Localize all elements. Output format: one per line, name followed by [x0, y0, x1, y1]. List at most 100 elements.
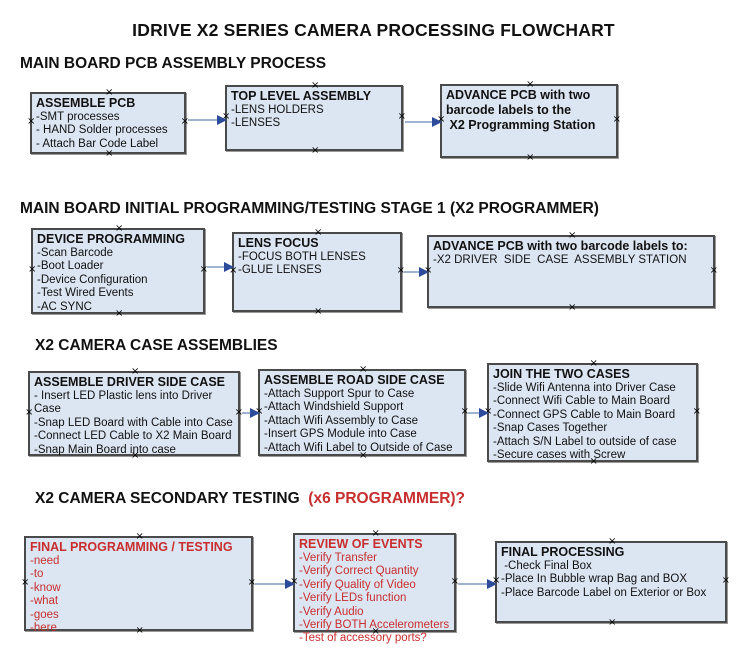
box-item: -Slide Wifi Antenna into Driver Case — [493, 382, 676, 394]
flow-arrow — [188, 115, 227, 125]
box-item: -Test Wired Events — [37, 287, 134, 300]
box-item: -here — [30, 622, 57, 635]
section-heading-case-assemblies: X2 CAMERA CASE ASSEMBLIES — [35, 337, 278, 354]
anchor-x-icon: × — [371, 528, 380, 539]
arrowhead-icon — [250, 408, 260, 418]
box-item: -Snap LED Board with Cable into Case — [34, 416, 233, 429]
anchor-x-icon: × — [21, 576, 30, 588]
box-item: -Device Configuration — [37, 273, 148, 286]
arrowhead-icon — [487, 579, 497, 589]
box-title: ADVANCE PCB with two barcode labels to: — [433, 239, 688, 253]
box-top-level-assembly: TOP LEVEL ASSEMBLY -LENS HOLDERS-LENSES … — [222, 81, 406, 156]
anchor-x-icon: × — [359, 364, 368, 375]
anchor-x-icon: × — [568, 230, 577, 241]
box-item: -Insert GPS Module into Case — [264, 428, 417, 441]
heading-black-part: X2 CAMERA SECONDARY TESTING — [35, 490, 309, 507]
anchor-x-icon: × — [105, 87, 114, 98]
box-item: -Connect Wifi Cable to Main Board — [493, 395, 671, 408]
box-final-processing: FINAL PROCESSING -Check Final Box-Place … — [492, 537, 730, 628]
box-assemble-pcb: ASSEMBLE PCB -SMT processes- HAND Solder… — [27, 87, 189, 159]
anchor-x-icon: × — [115, 223, 124, 234]
anchor-x-icon: × — [526, 152, 535, 163]
anchor-x-icon: × — [397, 111, 406, 122]
anchor-x-icon: × — [28, 264, 37, 275]
anchor-x-icon: × — [25, 406, 34, 418]
arrowhead-icon — [419, 267, 429, 277]
box-items: -Attach Support Spur to Case-Attach Wind… — [264, 388, 461, 455]
box-item: -Verify Transfer — [299, 552, 377, 564]
box-device-programming: DEVICE PROGRAMMING -Scan Barcode-Boot Lo… — [28, 223, 208, 319]
box-item: -Check Final Box — [501, 560, 592, 572]
anchor-x-icon: × — [460, 405, 469, 417]
anchor-x-icon: × — [359, 450, 368, 461]
anchor-x-icon: × — [247, 576, 256, 588]
box-item: -need — [30, 555, 60, 567]
anchor-x-icon: × — [135, 531, 144, 542]
box-item: -Attach Wifi Assembly to Case — [264, 414, 419, 427]
anchor-x-icon: × — [589, 456, 598, 467]
box-item: -LENS HOLDERS — [231, 104, 324, 116]
anchor-x-icon: × — [568, 302, 577, 313]
box-item: -Verify BOTH Accelerometers — [299, 619, 450, 632]
box-item: -goes — [30, 608, 59, 621]
flow-arrow — [458, 579, 497, 589]
box-items: -Check Final Box-Place In Bubble wrap Ba… — [501, 560, 722, 600]
box-items: -Slide Wifi Antenna into Driver Case-Con… — [493, 382, 693, 462]
box-items: -SMT processes- HAND Solder processes- A… — [36, 111, 181, 151]
box-item: - Attach Bar Code Label — [36, 137, 159, 150]
box-item: -SMT processes — [36, 111, 120, 123]
flow-arrow — [468, 408, 489, 418]
box-title: TOP LEVEL ASSEMBLY — [231, 89, 372, 103]
box-items: -FOCUS BOTH LENSES-GLUE LENSES — [238, 251, 397, 278]
anchor-x-icon: × — [692, 405, 701, 417]
box-items: -LENS HOLDERS-LENSES — [231, 104, 398, 131]
anchor-x-icon: × — [371, 626, 380, 637]
box-item: -Verify Audio — [299, 605, 364, 618]
box-item: -Place In Bubble wrap Bag and BOX — [501, 573, 688, 586]
section-heading-pcb-assembly: MAIN BOARD PCB ASSEMBLY PROCESS — [20, 55, 327, 72]
box-join-the-two-cases: JOIN THE TWO CASES -Slide Wifi Antenna i… — [484, 359, 701, 467]
box-title: REVIEW OF EVENTS — [299, 537, 423, 551]
box-item: -LENSES — [231, 117, 281, 130]
anchor-x-icon: × — [135, 625, 144, 636]
box-title: LENS FOCUS — [238, 236, 319, 250]
flow-arrow — [207, 262, 234, 272]
box-item: -Verify Quality of Video — [299, 578, 416, 591]
box-title: ASSEMBLE ROAD SIDE CASE — [264, 373, 445, 387]
box-advance-pcb-driver-side-station: ADVANCE PCB with two barcode labels to: … — [424, 230, 718, 313]
box-items: -Scan Barcode-Boot Loader-Device Configu… — [37, 247, 200, 314]
box-item: -to — [30, 568, 44, 581]
box-title: ADVANCE PCB with two barcode labels to t… — [446, 88, 596, 132]
anchor-x-icon: × — [115, 308, 124, 319]
flow-arrow — [242, 408, 260, 418]
box-title: FINAL PROGRAMMING / TESTING — [30, 540, 233, 554]
page-title: IDRIVE X2 SERIES CAMERA PROCESSING FLOWC… — [132, 20, 615, 40]
box-final-programming-testing: FINAL PROGRAMMING / TESTING -need-to-kno… — [21, 531, 256, 636]
anchor-x-icon: × — [131, 366, 140, 377]
box-item: -Verify LEDs function — [299, 592, 407, 605]
box-items: -need-to-know-what-goes-here — [30, 555, 248, 635]
anchor-x-icon: × — [314, 306, 323, 317]
box-title: ASSEMBLE PCB — [36, 96, 136, 110]
box-review-of-events: REVIEW OF EVENTS -Verify Transfer-Verify… — [290, 528, 459, 645]
box-item: -Connect GPS Cable to Main Board — [493, 408, 676, 421]
anchor-x-icon: × — [450, 575, 459, 587]
anchor-x-icon: × — [199, 264, 208, 275]
box-title: FINAL PROCESSING — [501, 545, 625, 559]
box-items: -Verify Transfer-Verify Correct Quantity… — [299, 552, 451, 646]
box-item: -X2 DRIVER SIDE CASE ASSEMBLY STATION — [433, 254, 687, 266]
section-heading-secondary-testing: X2 CAMERA SECONDARY TESTING (x6 PROGRAMM… — [35, 490, 465, 508]
box-item: -Attach Windshield Support — [264, 401, 404, 414]
box-item: -Attach Wifi Label to Outside of Case — [264, 441, 453, 454]
anchor-x-icon: × — [612, 114, 621, 125]
anchor-x-icon: × — [721, 575, 730, 586]
box-item: - HAND Solder processes — [36, 124, 168, 137]
anchor-x-icon: × — [608, 617, 617, 628]
box-item: -what — [30, 595, 59, 608]
box-item: -Attach Support Spur to Case — [264, 388, 415, 400]
box-title: DEVICE PROGRAMMING — [37, 232, 185, 246]
arrowhead-icon — [224, 262, 234, 272]
box-item: -Verify Correct Quantity — [299, 565, 419, 578]
arrowhead-icon — [479, 408, 489, 418]
